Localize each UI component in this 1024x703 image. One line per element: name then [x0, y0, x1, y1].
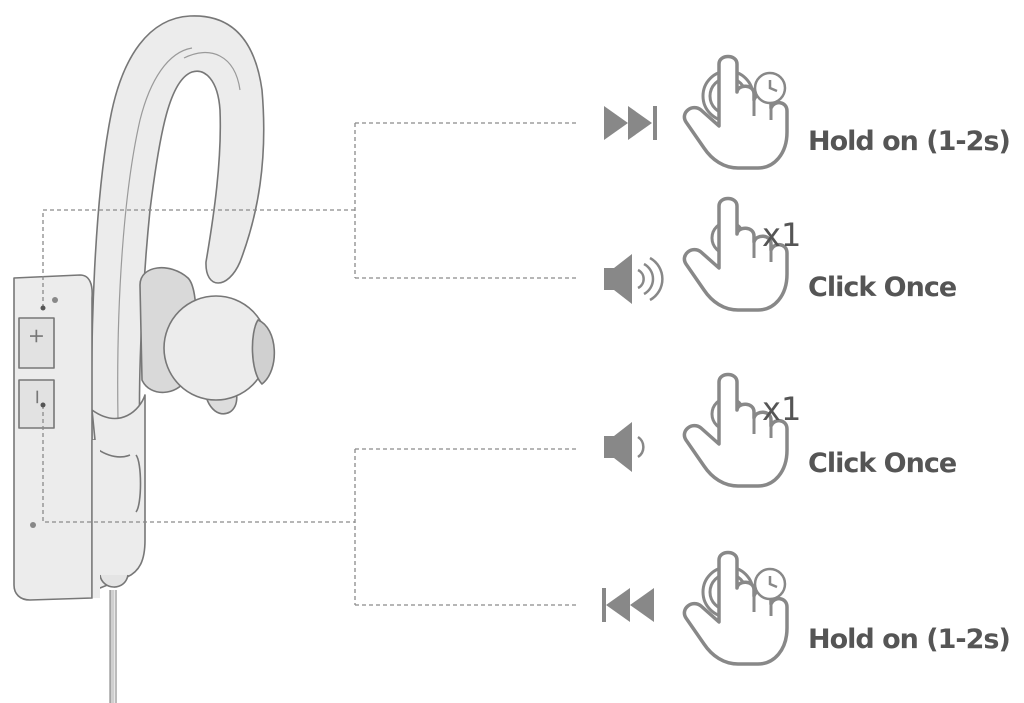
volume-up-count: x1 — [762, 216, 802, 254]
plus-symbol: + — [25, 328, 49, 345]
tap-icon — [682, 372, 789, 488]
clock-icon — [753, 71, 787, 105]
connector-lines — [42, 122, 578, 606]
next-track-action-label: Hold on (1-2s) — [808, 126, 1011, 157]
press-hold-icon — [682, 54, 789, 170]
volume-up-icon — [604, 254, 664, 304]
minus-symbol: − — [26, 389, 50, 406]
volume-up-action-label: Click Once — [808, 272, 957, 303]
volume-minus-button[interactable] — [18, 379, 55, 429]
earphone-illustration — [13, 15, 276, 703]
previous-track-icon — [602, 588, 654, 622]
volume-plus-button[interactable] — [18, 317, 55, 369]
tap-icon — [682, 196, 789, 312]
ear-hook — [90, 15, 265, 441]
next-track-icon — [604, 106, 657, 140]
previous-track-action-label: Hold on (1-2s) — [808, 624, 1011, 655]
volume-down-count: x1 — [762, 390, 802, 428]
volume-down-icon — [604, 422, 645, 472]
press-hold-icon — [682, 550, 789, 666]
volume-down-action-label: Click Once — [808, 448, 957, 479]
clock-icon — [753, 567, 787, 601]
